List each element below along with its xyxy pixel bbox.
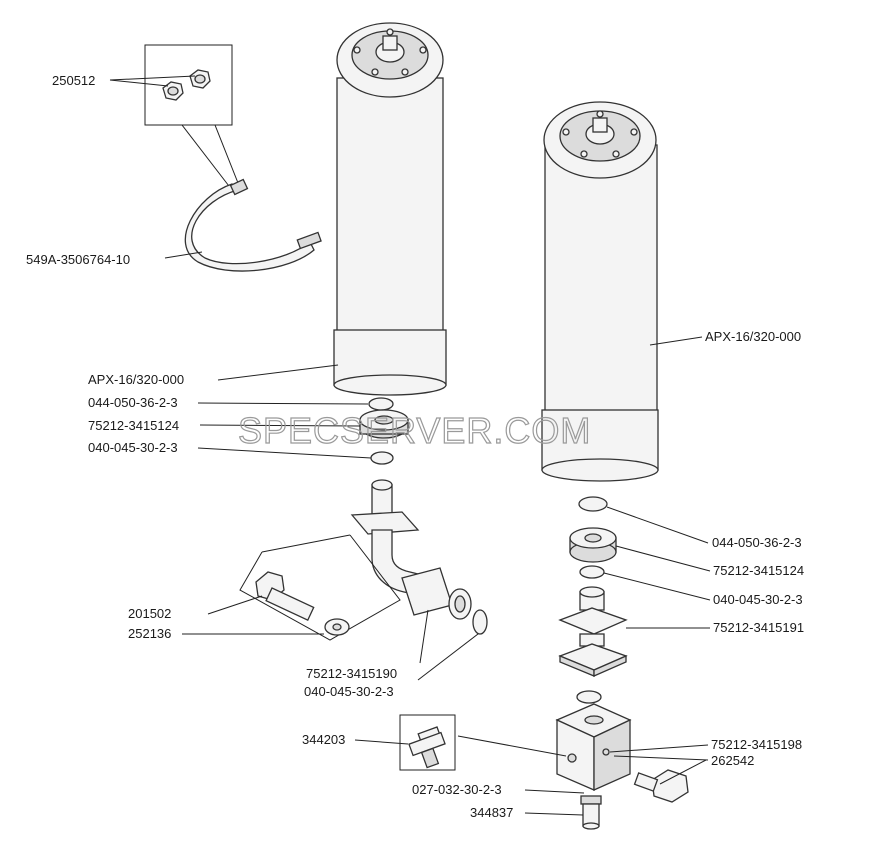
tee-fitting (399, 714, 456, 771)
label-flange-r: 75212-3415191 (713, 620, 804, 635)
label-tee: 344203 (302, 732, 345, 747)
fitting (580, 795, 602, 830)
label-cyl-right: APX-16/320-000 (705, 329, 801, 344)
label-ring-r3: 027-032-30-2-3 (412, 782, 502, 797)
left-ring-lower (370, 451, 394, 465)
label-ring-l1: 044-050-36-2-3 (88, 395, 178, 410)
label-bolt: 201502 (128, 606, 171, 621)
right-cylinder (541, 101, 659, 482)
label-pipe: 75212-3415190 (306, 666, 397, 681)
label-ring-r1: 044-050-36-2-3 (712, 535, 802, 550)
leader-lines (109, 75, 711, 816)
pipe-assembly (350, 479, 488, 635)
label-ring-r2: 040-045-30-2-3 (713, 592, 803, 607)
left-cap (359, 409, 409, 439)
nut-detail-box (144, 44, 241, 191)
label-cap-r: 75212-3415124 (713, 563, 804, 578)
right-cap (569, 527, 617, 563)
part-labels: 250512 549A-3506764-10 APX-16/320-000 04… (26, 73, 804, 820)
left-ring-upper (368, 397, 394, 411)
label-washer: 252136 (128, 626, 171, 641)
right-ring-1 (578, 496, 608, 512)
watermark: SPECSERVER.COM (238, 410, 591, 451)
label-fitting: 344837 (470, 805, 513, 820)
label-ring-l2: 040-045-30-2-3 (88, 440, 178, 455)
right-ring-2 (579, 565, 605, 579)
label-clamp: 549A-3506764-10 (26, 252, 130, 267)
plug (633, 769, 689, 803)
right-ring-3 (576, 690, 602, 704)
bolt-detail (239, 534, 401, 641)
label-nut: 250512 (52, 73, 95, 88)
valve-block (555, 703, 632, 792)
clamp (184, 178, 322, 272)
label-cap-l: 75212-3415124 (88, 418, 179, 433)
label-plug: 262542 (711, 753, 754, 768)
label-cyl-left: APX-16/320-000 (88, 372, 184, 387)
label-ring-pipe: 040-045-30-2-3 (304, 684, 394, 699)
right-flange (558, 586, 628, 677)
label-block: 75212-3415198 (711, 737, 802, 752)
left-cylinder (333, 22, 447, 396)
